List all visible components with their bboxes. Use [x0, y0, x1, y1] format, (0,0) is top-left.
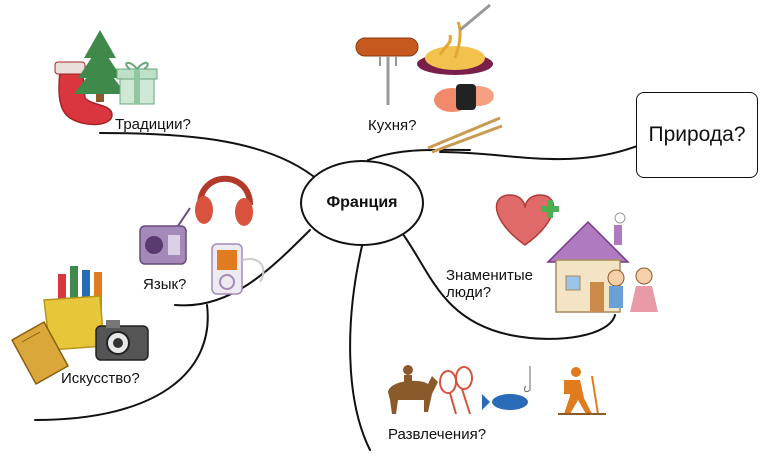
heart-icon — [495, 194, 559, 246]
art-label[interactable]: Искусство? — [61, 370, 140, 387]
nature-label: Природа? — [648, 123, 746, 146]
branch-line-language — [174, 229, 311, 307]
branch-line-art — [34, 304, 209, 421]
gift-icon — [116, 61, 158, 105]
radio-icon — [139, 207, 191, 265]
branch-line-traditions — [99, 132, 319, 181]
tree-icon — [74, 30, 126, 102]
house-icon — [546, 212, 630, 313]
camera-icon — [95, 320, 149, 361]
book-icon — [10, 320, 70, 386]
central-topic-label: Франция — [326, 194, 398, 211]
language-label[interactable]: Язык? — [143, 276, 187, 293]
hiker-icon — [558, 367, 606, 415]
pencil-box-icon — [43, 266, 105, 351]
spaghetti-icon — [417, 3, 493, 75]
sausage-fork-icon — [355, 37, 419, 105]
branch-line-cuisine — [367, 148, 471, 161]
horse-rider-icon — [388, 365, 438, 414]
famous-people-label-line2: люди? — [446, 283, 492, 301]
branch-line-entertainment — [349, 245, 371, 451]
rackets-icon — [439, 366, 473, 415]
sushi-icon — [434, 84, 494, 112]
branch-line-famous — [399, 229, 616, 340]
traditions-label[interactable]: Традиции? — [115, 116, 191, 133]
famous-people-label-line1: Знаменитые — [446, 267, 533, 284]
fish-icon — [482, 366, 531, 410]
branch-line-nature — [439, 144, 641, 161]
famous-people-label[interactable]: Знаменитые люди? — [446, 267, 533, 301]
cuisine-label[interactable]: Кухня? — [368, 117, 417, 134]
entertainment-label[interactable]: Развлечения? — [388, 426, 487, 443]
headphones-icon — [195, 175, 253, 226]
chopsticks-icon — [427, 116, 503, 154]
children-icon — [607, 267, 658, 312]
nature-node[interactable]: Природа? — [636, 92, 758, 178]
central-topic-node[interactable]: Франция — [300, 160, 424, 246]
mp3-player-icon — [211, 243, 265, 295]
